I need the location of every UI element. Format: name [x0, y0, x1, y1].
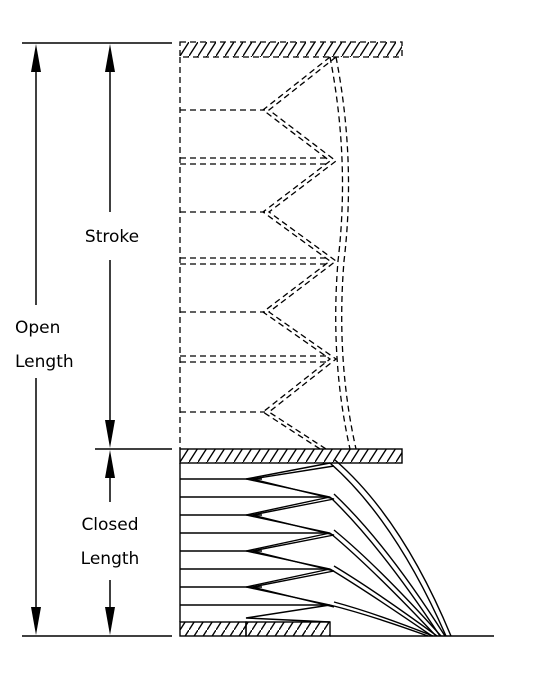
bottom-flange-left	[179, 621, 247, 637]
open-zigzag-outer	[261, 56, 332, 450]
arrowhead-down-icon	[105, 420, 115, 448]
arrowhead-up-icon	[105, 44, 115, 72]
closed-zigzag-inner	[251, 465, 335, 608]
open-outer-envelope-2	[335, 56, 357, 450]
open-bellows	[179, 41, 403, 450]
closed-length-dimension	[105, 450, 115, 635]
open-outer-envelope	[329, 56, 351, 450]
bottom-flange-right	[245, 621, 331, 637]
arrowhead-down-icon	[105, 607, 115, 635]
stroke-dimension	[105, 44, 115, 448]
fold-line-3	[329, 532, 437, 637]
stroke-label: Stroke	[85, 227, 139, 247]
open-top-flange	[179, 41, 403, 58]
closed-length-label-line1: Closed	[81, 515, 138, 535]
reference-lines	[22, 42, 494, 637]
open-length-label-line1: Open	[15, 318, 60, 338]
fold-line-4b	[333, 565, 438, 637]
fold-line-5	[329, 604, 429, 637]
fold-line-3b	[333, 529, 442, 637]
fold-line-4	[329, 568, 433, 637]
closed-length-label-line2: Length	[81, 549, 140, 569]
closed-bellows	[179, 448, 452, 637]
fold-line-1b	[334, 459, 452, 637]
closed-zigzag-outer	[245, 462, 331, 623]
arrowhead-up-icon	[31, 44, 41, 72]
arrowhead-down-icon	[31, 607, 41, 635]
arrowhead-up-icon	[105, 450, 115, 478]
open-zigzag-inner	[267, 56, 338, 450]
fold-line-2	[329, 496, 441, 637]
open-length-label-line2: Length	[15, 352, 74, 372]
fold-line-1	[329, 462, 447, 637]
fold-line-2b	[333, 493, 446, 637]
open-length-dimension	[31, 44, 41, 635]
fold-line-5b	[333, 601, 434, 637]
closed-top-flange	[179, 448, 403, 464]
